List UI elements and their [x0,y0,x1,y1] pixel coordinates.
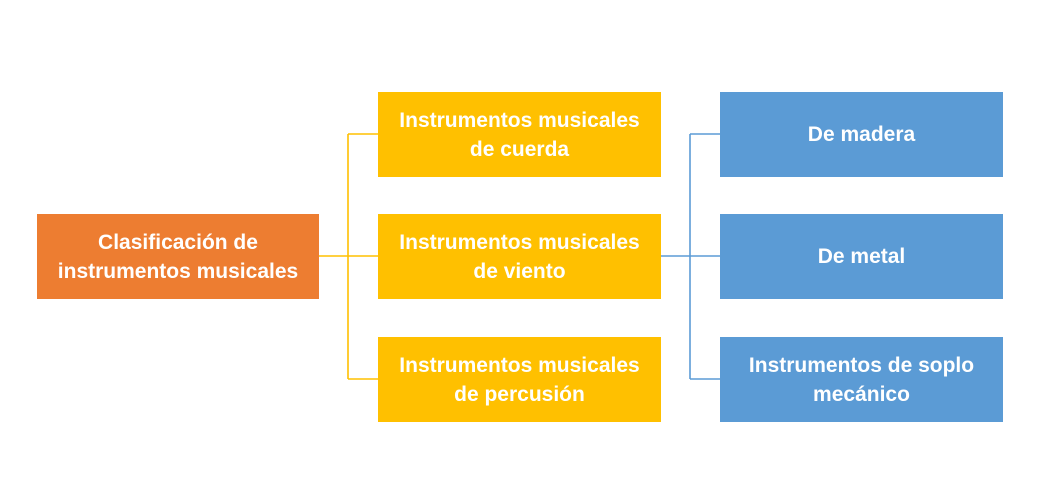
category-node-cuerda: Instrumentos musicales de cuerda [378,92,661,177]
subcategory-node-madera: De madera [720,92,1003,177]
category-node-viento: Instrumentos musicales de viento [378,214,661,299]
subcategory-node-soplo-mecanico: Instrumentos de soplo mecánico [720,337,1003,422]
category-node-percusion: Instrumentos musicales de percusión [378,337,661,422]
root-node: Clasificación de instrumentos musicales [37,214,319,299]
subcategory-node-metal: De metal [720,214,1003,299]
